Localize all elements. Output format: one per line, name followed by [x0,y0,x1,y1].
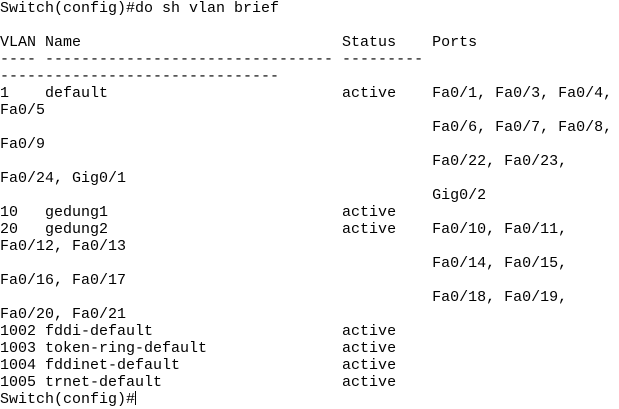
table-separator: ---- -------------------------------- --… [0,51,433,68]
vlan-output-line: Fa0/12, Fa0/13 [0,238,127,255]
vlan-output-line: Fa0/14, Fa0/15, [0,255,568,272]
vlan-output-line: Fa0/6, Fa0/7, Fa0/8, [0,119,613,136]
vlan-output-line: Fa0/9 [0,136,46,153]
vlan-table-header: VLAN Name Status Ports [0,34,478,51]
vlan-output-line: 20 gedung2 active Fa0/10, Fa0/11, [0,221,568,238]
vlan-output-line: 10 gedung1 active [0,204,433,221]
vlan-output-line: 1005 trnet-default active [0,374,433,391]
text-cursor [135,391,137,405]
vlan-output-line: Fa0/20, Fa0/21 [0,306,127,323]
vlan-output-line: 1002 fddi-default active [0,323,433,340]
vlan-output-line: Fa0/5 [0,102,46,119]
vlan-output-line: Fa0/24, Gig0/1 [0,170,127,187]
prompt: Switch(config)# [0,391,136,408]
prompt-line[interactable]: Switch(config)# [0,391,619,408]
blank-line [0,17,619,34]
vlan-output-line: Gig0/2 [0,187,487,204]
vlan-output-line: 1004 fddinet-default active [0,357,433,374]
vlan-output-line: Fa0/22, Fa0/23, [0,153,568,170]
vlan-output-line: 1 default active Fa0/1, Fa0/3, Fa0/4, [0,85,613,102]
vlan-output-line: 1003 token-ring-default active [0,340,433,357]
vlan-output-line: Fa0/16, Fa0/17 [0,272,127,289]
table-separator-wrap: ------------------------------- [0,68,280,85]
command-line: Switch(config)#do sh vlan brief [0,0,280,17]
vlan-output-line: Fa0/18, Fa0/19, [0,289,568,306]
